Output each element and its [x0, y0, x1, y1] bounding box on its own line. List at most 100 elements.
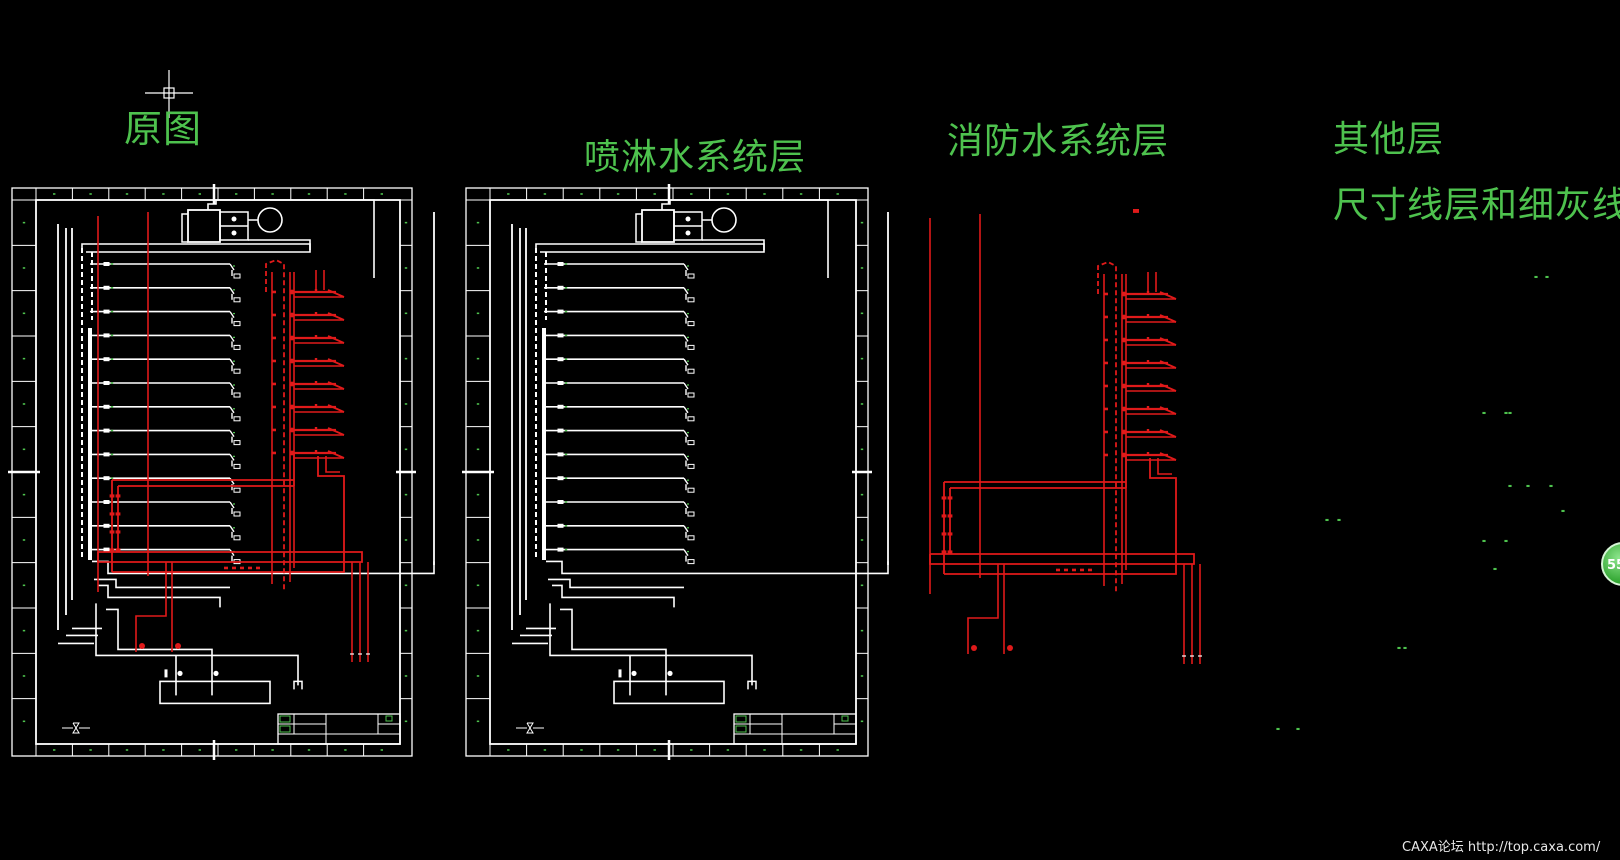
valve: [685, 216, 691, 222]
tank-circle: [711, 207, 737, 233]
sprinkler-branch: [90, 404, 241, 422]
node-mark: [115, 512, 121, 516]
node-mark: [687, 503, 689, 505]
node-mark: [248, 566, 252, 570]
node-mark: [1545, 275, 1549, 279]
node-mark: [272, 405, 276, 409]
node-mark: [687, 265, 689, 267]
node-mark: [1482, 411, 1486, 415]
node-mark: [476, 221, 480, 224]
valve: [685, 230, 691, 236]
node-mark: [233, 408, 235, 410]
node-mark: [1504, 539, 1508, 543]
node-mark: [543, 193, 547, 195]
node-mark: [272, 313, 276, 317]
node-mark: [22, 493, 26, 496]
node-mark: [235, 193, 238, 195]
node-mark: [109, 530, 115, 534]
panel-other-layer: [1276, 275, 1565, 731]
node-mark: [476, 493, 480, 496]
hydrant-outlet: [1104, 314, 1177, 323]
node-mark: [404, 357, 408, 360]
node-mark: [1104, 453, 1108, 457]
node-mark: [726, 749, 730, 751]
node-mark: [271, 749, 274, 751]
node-mark: [941, 532, 947, 536]
node-mark: [564, 429, 568, 432]
node-mark: [115, 530, 121, 534]
hydrant-outlet: [1104, 383, 1177, 392]
node-mark: [616, 749, 620, 751]
valve: [231, 216, 237, 222]
node-mark: [564, 310, 568, 313]
panel-original: [8, 184, 435, 760]
label-dimension-layer: 尺寸线层和细灰线层: [1333, 185, 1620, 226]
node-mark: [941, 496, 947, 500]
valve: [667, 670, 673, 677]
node-mark: [1508, 484, 1512, 488]
hydrant-outlet: [1104, 291, 1177, 300]
node-mark: [1104, 384, 1108, 388]
node-mark: [89, 749, 92, 751]
node-mark: [687, 312, 689, 315]
node-mark: [232, 566, 236, 570]
node-mark: [1104, 407, 1108, 411]
sprinkler-branch: [544, 476, 695, 493]
node-mark: [476, 267, 480, 269]
node-mark: [687, 336, 689, 339]
hydrant-outlet: [1104, 452, 1177, 461]
hydrant-outlet: [272, 358, 345, 367]
node-mark: [860, 221, 864, 224]
node-mark: [476, 629, 480, 632]
node-mark: [162, 193, 165, 195]
sprinkler-branch: [90, 262, 241, 279]
node-mark: [404, 629, 408, 632]
node-mark: [687, 431, 689, 434]
node-mark: [307, 193, 311, 195]
node-mark: [109, 494, 115, 498]
node-mark: [53, 749, 56, 751]
node-mark: [860, 493, 864, 496]
hydrant-outlet: [1104, 429, 1177, 438]
node-mark: [22, 720, 26, 723]
node-mark: [580, 193, 583, 195]
node-mark: [564, 287, 568, 289]
node-mark: [233, 265, 235, 267]
hydrant-outlet: [272, 404, 345, 413]
node-mark: [687, 479, 689, 481]
node-mark: [110, 382, 114, 384]
node-mark: [1133, 209, 1139, 213]
sprinkler-branch: [544, 333, 695, 350]
forum-watermark: CAXA论坛 http://top.caxa.com/: [1402, 840, 1601, 855]
node-mark: [235, 749, 238, 751]
node-mark: [404, 493, 408, 496]
title-block: [733, 713, 857, 745]
node-mark: [947, 550, 953, 554]
node-mark: [110, 334, 114, 337]
node-mark: [1104, 315, 1108, 319]
node-mark: [687, 384, 689, 386]
node-mark: [233, 455, 235, 458]
node-mark: [1104, 338, 1108, 342]
sprinkler-branch: [544, 428, 695, 446]
node-mark: [380, 193, 383, 195]
node-mark: [272, 451, 276, 455]
node-mark: [404, 584, 408, 587]
node-mark: [110, 310, 114, 313]
node-mark: [1482, 539, 1486, 543]
node-mark: [564, 406, 568, 408]
valve: [177, 670, 183, 677]
node-mark: [22, 629, 26, 632]
sprinkler-branch: [544, 285, 695, 303]
tank-circle: [257, 207, 283, 233]
sprinkler-branch: [90, 285, 241, 303]
node-mark: [564, 263, 568, 265]
node-mark: [860, 312, 864, 315]
node-mark: [1296, 727, 1300, 731]
node-mark: [109, 512, 115, 516]
pump-outlet: [967, 564, 999, 654]
node-mark: [344, 749, 347, 751]
node-mark: [1056, 568, 1060, 572]
node-mark: [307, 749, 311, 751]
